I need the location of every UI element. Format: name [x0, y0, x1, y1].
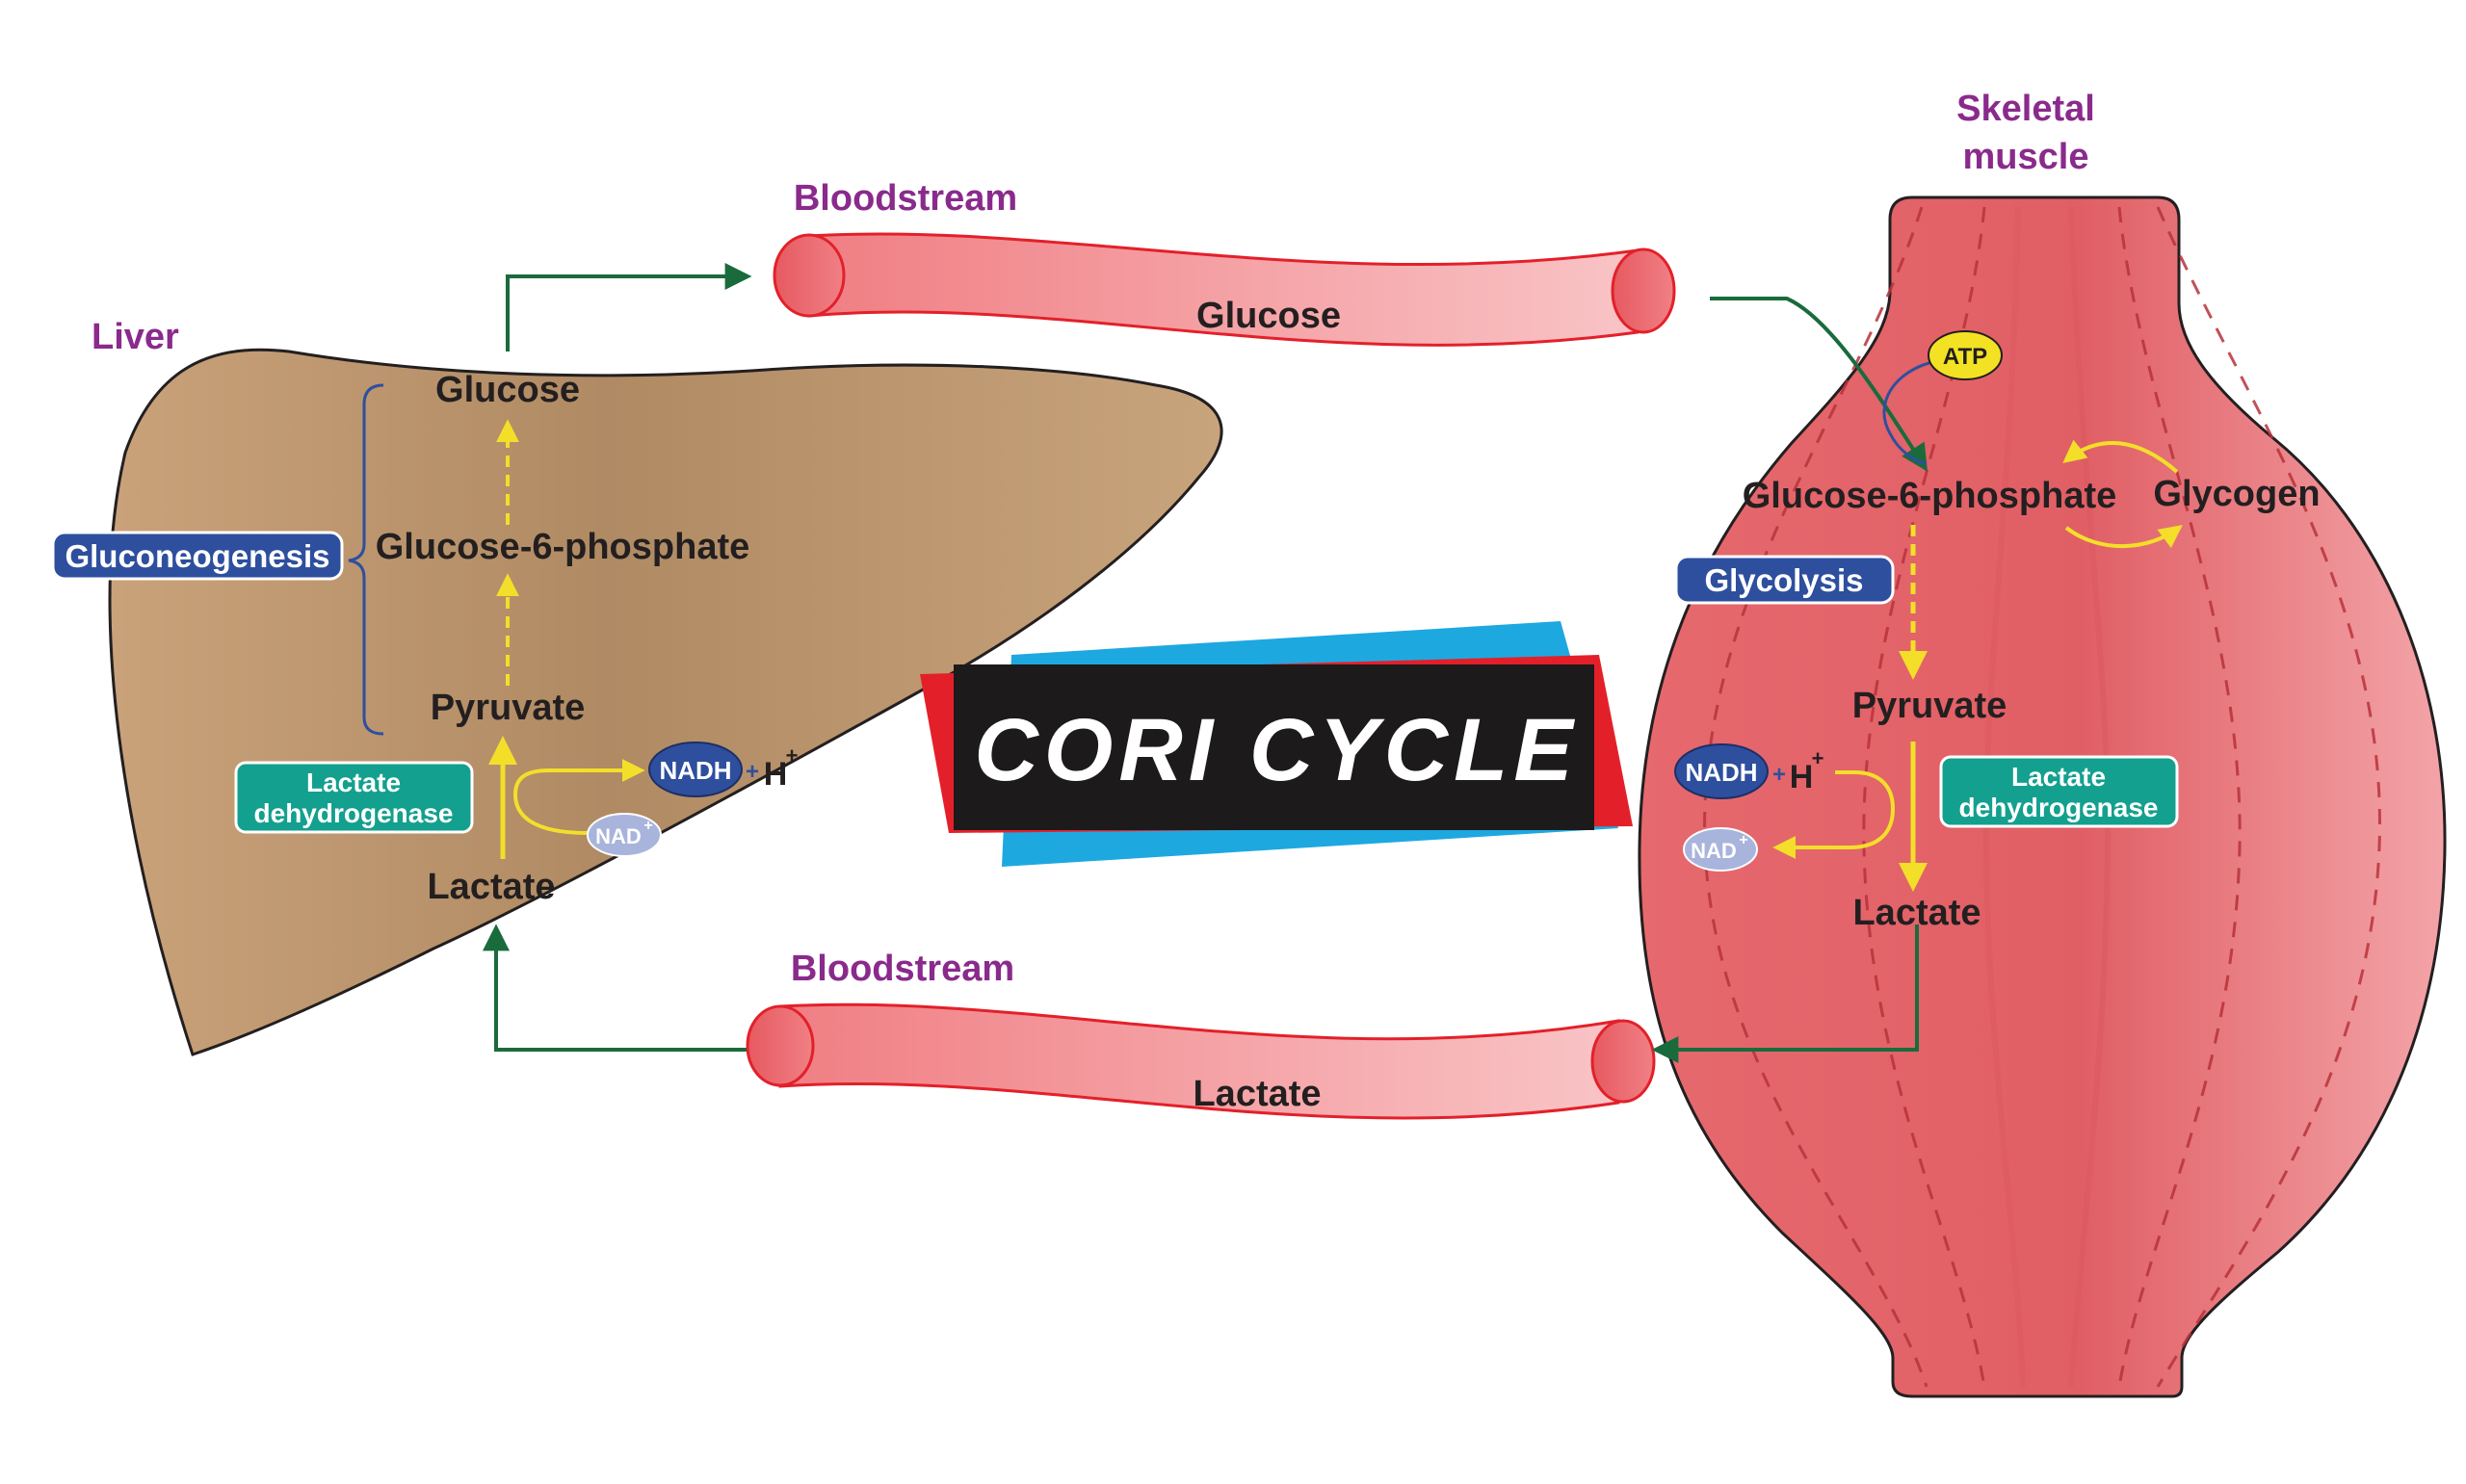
bloodstream-bottom-content: Lactate: [1193, 1074, 1321, 1114]
liver-nad-bubble: [587, 813, 662, 857]
gluconeogenesis-tag: Gluconeogenesis: [51, 531, 344, 581]
muscle-pyruvate: Pyruvate: [1852, 686, 2007, 726]
arrow-glycogen-to-g6p: [2062, 439, 2179, 474]
muscle-nad-bubble: [1683, 827, 1758, 872]
liver-lactate: Lactate: [427, 867, 555, 907]
liver-nad-charge: +: [643, 818, 652, 834]
vessel-bottom-cap-right: [1590, 1019, 1656, 1104]
glycolysis-label: Glycolysis: [1704, 562, 1863, 598]
muscle-enzyme-line2: dehydrogenase: [1959, 793, 2159, 822]
muscle-nadh-bubble: [1674, 743, 1769, 799]
arrow-g6p-to-glycogen: [2064, 525, 2183, 549]
liver-h: H: [764, 756, 788, 793]
muscle-glycogen: Glycogen: [2153, 474, 2320, 514]
liver-enzyme-line2: dehydrogenase: [254, 798, 454, 828]
arrow-muscle-nadh-to-nad: [1772, 770, 1896, 859]
muscle-nad-charge: +: [1739, 832, 1747, 848]
bloodstream-top-label: Bloodstream: [794, 178, 1017, 219]
muscle-nad-text: NAD: [1691, 839, 1737, 863]
arrow-muscle-lactate-to-blood: [1651, 924, 1919, 1063]
liver-pyruvate: Pyruvate: [431, 688, 586, 728]
vessel-bottom-cap-left: [746, 1004, 815, 1087]
atp-bubble: [1928, 330, 2003, 380]
arrow-liver-nad-to-nadh: [512, 759, 645, 835]
liver-enzyme-tag: Lactate dehydrogenase: [234, 761, 474, 834]
liver-glucose: Glucose: [435, 370, 580, 410]
liver-nad-group: NAD +: [587, 813, 662, 857]
muscle-nad-group: NAD +: [1683, 827, 1758, 872]
arrow-blood-glucose-to-muscle: [1710, 297, 1928, 472]
banner-black-box: [954, 664, 1594, 830]
bloodstream-bottom-label: Bloodstream: [791, 949, 1014, 989]
atp-group: ATP: [1882, 330, 2003, 466]
liver-shape: [108, 348, 1223, 1056]
muscle-glucose-6-phosphate: Glucose-6-phosphate: [1743, 476, 2117, 516]
liver-label: Liver: [92, 317, 179, 357]
muscle-fiber-shading: [1982, 206, 2112, 1388]
muscle-label-line1: Skeletal: [1956, 89, 2095, 129]
bloodstream-top-content: Glucose: [1196, 296, 1341, 336]
vessel-bottom: [746, 1002, 1656, 1120]
arrow-blood-lactate-to-liver: [483, 924, 747, 1052]
liver-enzyme-line1: Lactate: [306, 768, 401, 797]
muscle-nadh-text: NADH: [1685, 758, 1757, 787]
muscle-h-charge: +: [1812, 746, 1824, 770]
muscle-plus: +: [1772, 762, 1786, 788]
atp-text: ATP: [1943, 344, 1987, 370]
gluconeogenesis-bracket: [348, 383, 384, 736]
liver-h-charge: +: [786, 743, 799, 768]
gluconeogenesis-label: Gluconeogenesis: [65, 538, 329, 574]
arrow-liver-glucose-to-blood: [506, 263, 752, 351]
vessel-top: [773, 232, 1676, 347]
liver-nadh-group: NADH + H +: [648, 742, 799, 797]
muscle-nadh-group: NADH + H +: [1674, 743, 1824, 799]
muscle-enzyme-line1: Lactate: [2011, 762, 2106, 792]
arrow-atp-to-g6p: [1882, 359, 1937, 466]
muscle-lactate: Lactate: [1852, 893, 1981, 933]
liver-nad-text: NAD: [595, 824, 642, 848]
vessel-top-cap-right: [1611, 247, 1676, 334]
muscle-h: H: [1790, 759, 1814, 795]
page-title: CORI CYCLE: [974, 701, 1578, 799]
liver-plus: +: [746, 759, 759, 785]
glycolysis-tag: Glycolysis: [1674, 555, 1895, 605]
muscle-label-line2: muscle: [1963, 137, 2089, 177]
liver-glucose-6-phosphate: Glucose-6-phosphate: [376, 527, 750, 567]
liver-nadh-bubble: [648, 742, 743, 797]
muscle-enzyme-tag: Lactate dehydrogenase: [1939, 755, 2179, 828]
liver-nadh-text: NADH: [659, 756, 731, 785]
vessel-top-cap-left: [773, 233, 846, 318]
title-banner: CORI CYCLE: [920, 621, 1633, 867]
